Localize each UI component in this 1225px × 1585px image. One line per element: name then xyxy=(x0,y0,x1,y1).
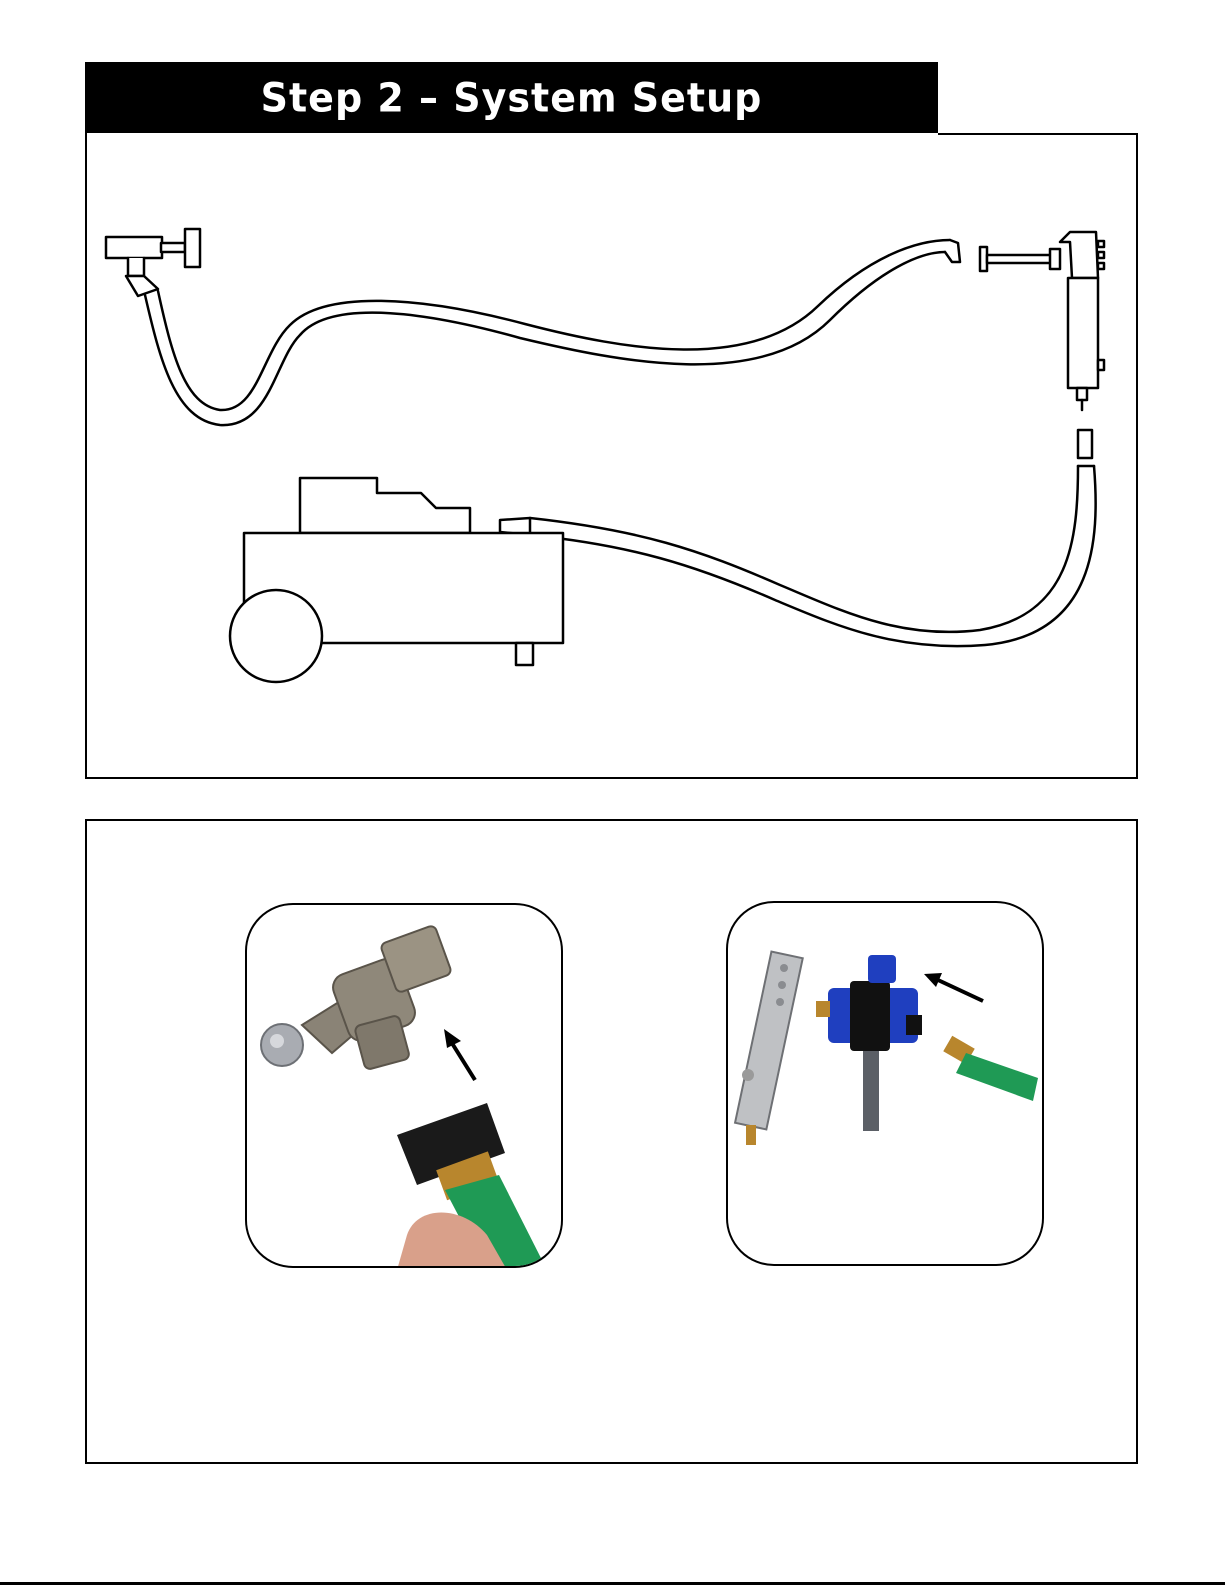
probe-bar-icon xyxy=(735,952,803,1145)
spigot-icon xyxy=(106,229,200,296)
probe-tool-icon xyxy=(980,232,1104,410)
photo-hose-to-spigot xyxy=(245,903,563,1268)
photo-hose-to-probe xyxy=(726,901,1044,1266)
water-hose xyxy=(145,240,960,425)
system-diagram xyxy=(0,0,1225,800)
arrow-up-left-icon xyxy=(444,1029,475,1080)
arrow-left-icon xyxy=(924,973,983,1001)
air-compressor-icon xyxy=(230,478,563,682)
air-hose xyxy=(500,430,1096,646)
spigot-valve-icon xyxy=(261,925,452,1071)
blue-manifold-icon xyxy=(816,955,922,1131)
hose-end-icon xyxy=(397,1103,547,1268)
hose-end-icon-2 xyxy=(943,1036,1038,1101)
spigot-photo xyxy=(247,905,563,1268)
probe-photo xyxy=(728,903,1044,1266)
